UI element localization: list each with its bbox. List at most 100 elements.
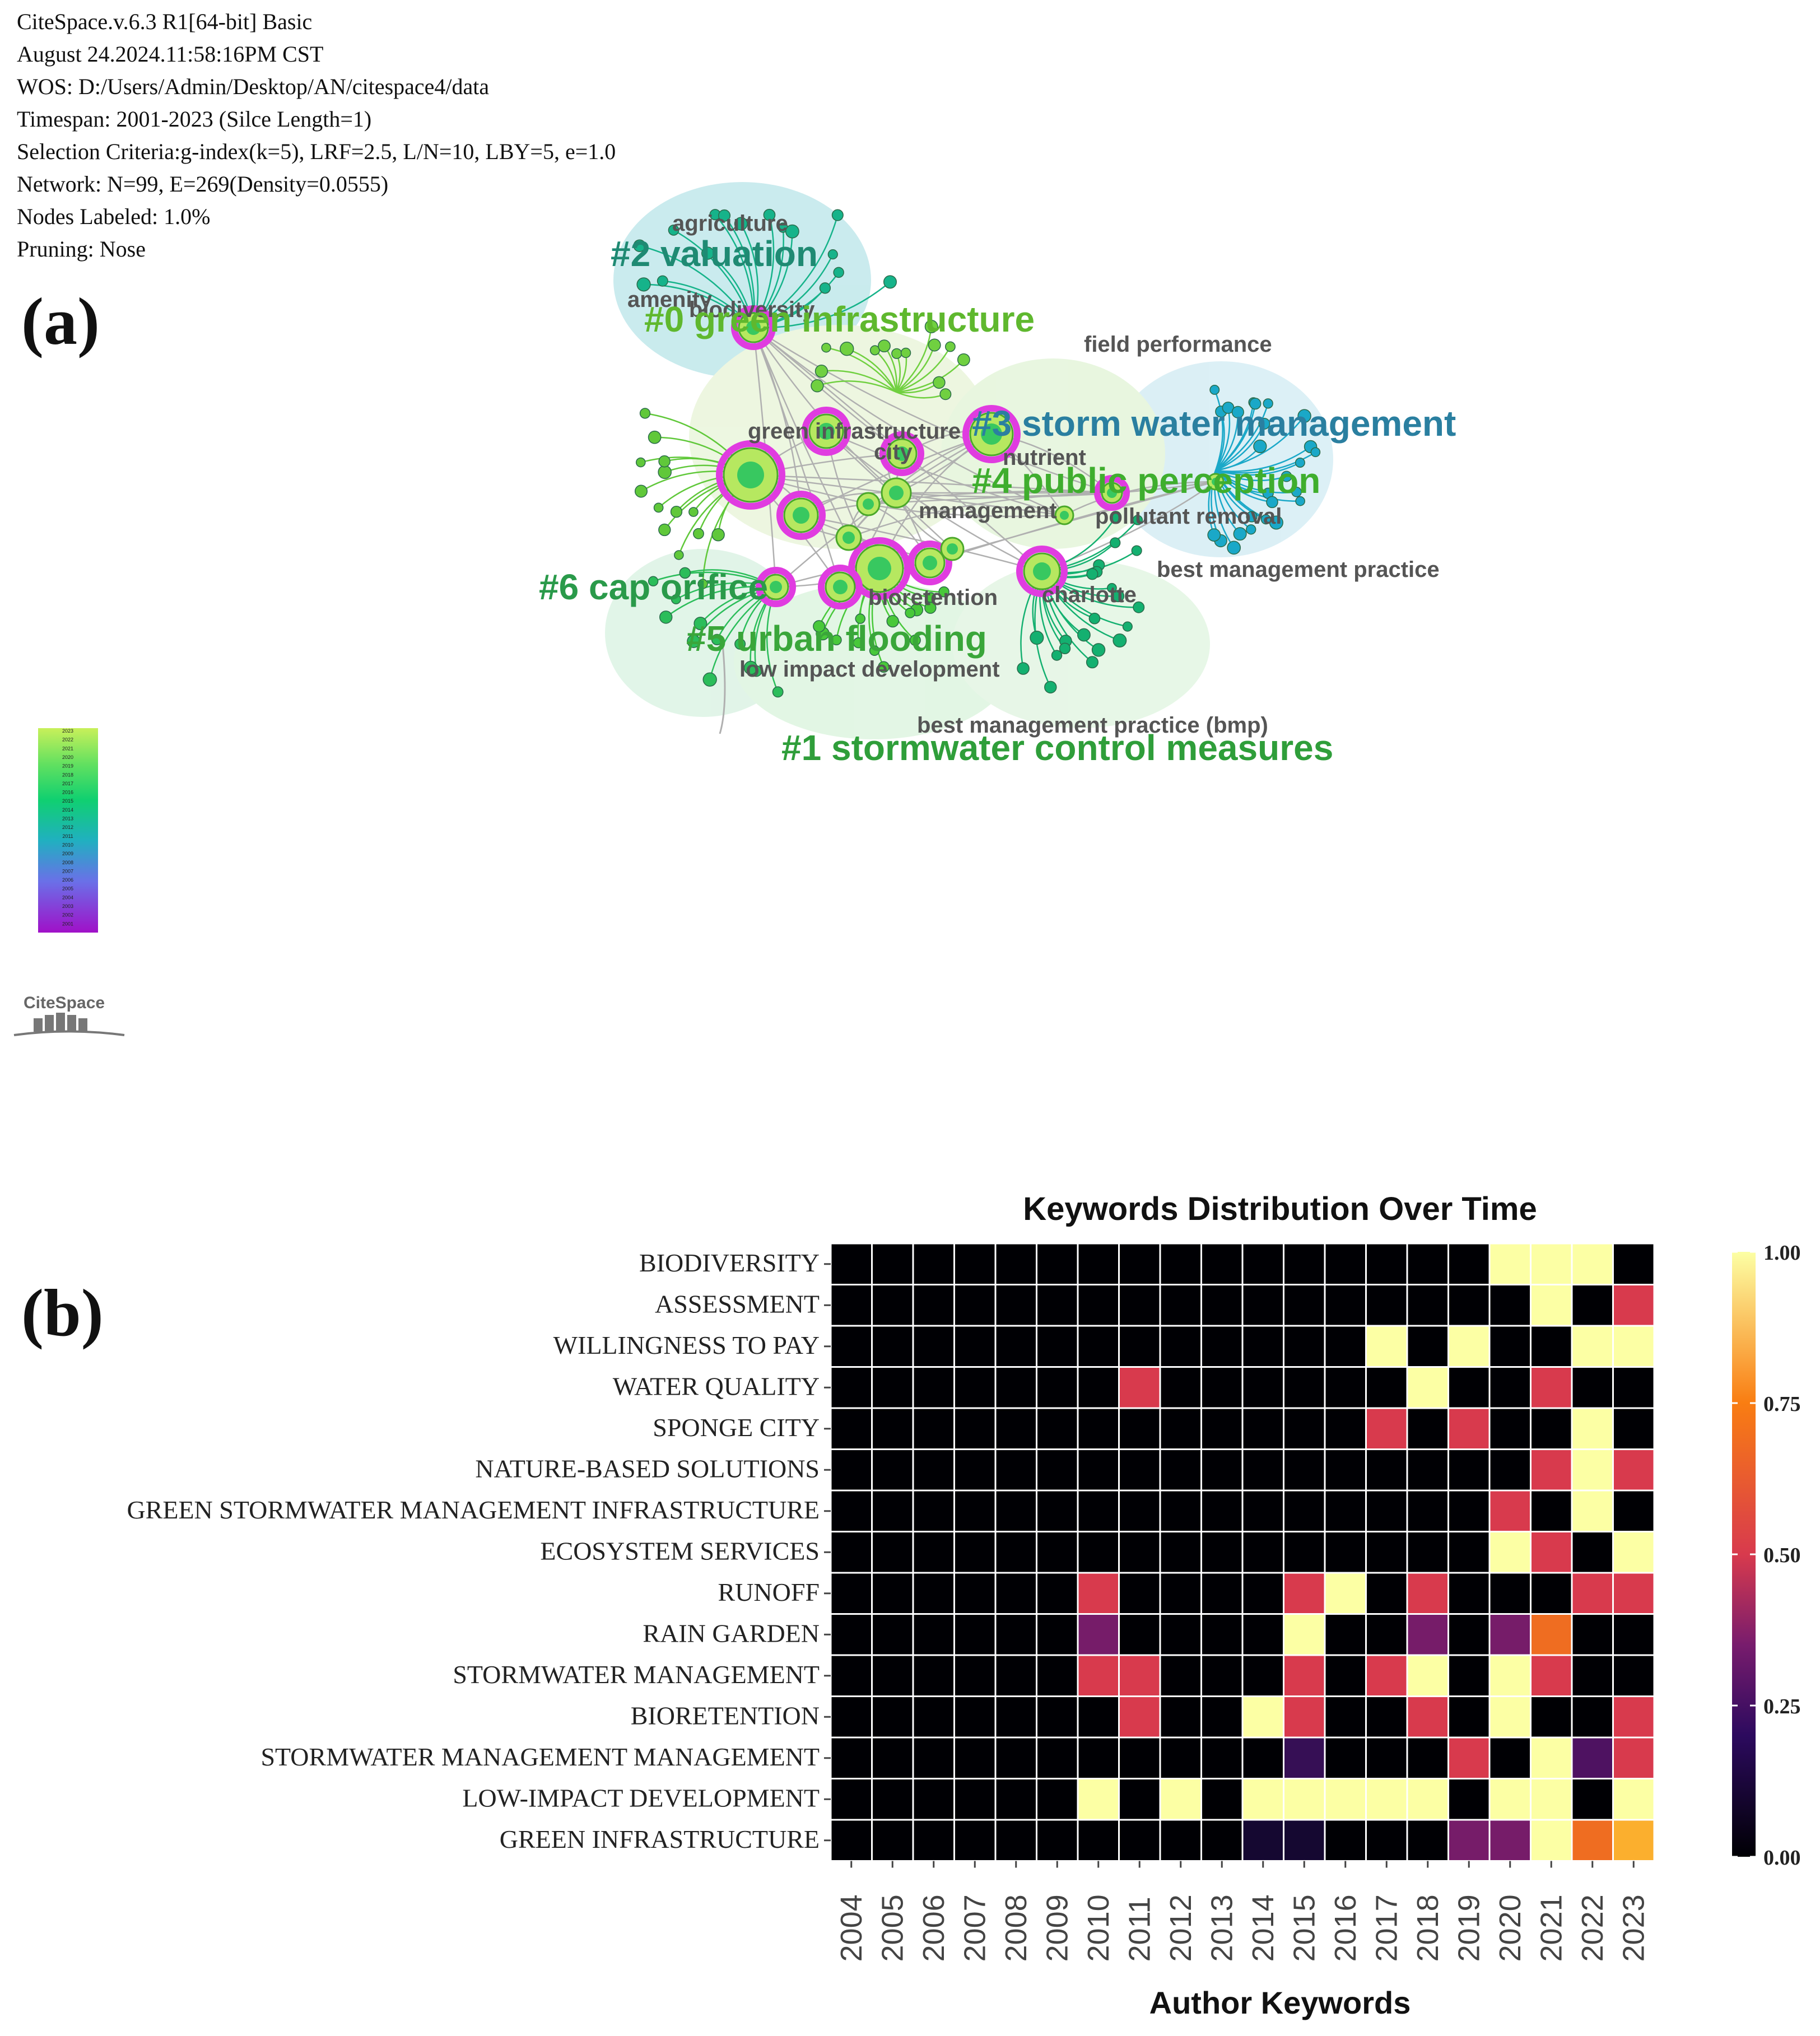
heatmap-row-label: STORMWATER MANAGEMENT MANAGEMENT	[260, 1743, 820, 1771]
heatmap-cell	[1283, 1695, 1326, 1739]
heatmap-cell	[1612, 1284, 1655, 1327]
network-edge	[752, 327, 850, 538]
network-node	[1086, 568, 1098, 580]
heatmap-cell	[912, 1448, 955, 1492]
network-edge	[1214, 389, 1223, 471]
keyword-label: amenity	[627, 287, 713, 312]
heatmap-cell	[1365, 1819, 1408, 1862]
year-legend-label: 2008	[62, 860, 73, 865]
network-node	[711, 528, 725, 542]
panel-label-a: (a)	[21, 284, 100, 358]
network-edge	[1215, 451, 1316, 474]
heatmap-row-label: RUNOFF	[718, 1578, 820, 1606]
network-node	[811, 379, 824, 393]
heatmap-cell	[1077, 1325, 1120, 1368]
year-legend-label: 2016	[62, 790, 73, 795]
heatmap-cell	[1077, 1572, 1120, 1615]
heatmap-cell	[1488, 1531, 1532, 1574]
cluster-region-scm	[952, 560, 1210, 728]
heatmap-cell	[1159, 1448, 1202, 1492]
heatmap-cell	[1488, 1654, 1532, 1697]
heatmap-cell	[994, 1407, 1037, 1450]
heatmap-cell	[1488, 1819, 1532, 1862]
network-node	[1207, 528, 1221, 542]
network-node	[909, 634, 921, 646]
year-legend-label: 2013	[62, 816, 73, 822]
network-node	[1258, 417, 1270, 430]
network-node	[702, 672, 717, 687]
colorbar-ticks: 1.000.750.500.250.00	[1732, 1241, 1801, 1870]
heatmap-cell	[1241, 1448, 1284, 1492]
network-edge	[896, 326, 932, 393]
network-node	[833, 267, 844, 278]
heatmap-cell	[1406, 1284, 1449, 1327]
panel-label-b: (b)	[21, 1275, 104, 1350]
network-node	[743, 660, 758, 675]
network-edge	[719, 644, 726, 734]
heatmap-column-label: 2017	[1370, 1894, 1403, 1962]
heatmap-column-label: 2007	[958, 1894, 992, 1962]
heatmap-cell	[871, 1284, 914, 1327]
heatmap-row-label: RAIN GARDEN	[643, 1619, 820, 1647]
heatmap-cell	[1406, 1448, 1449, 1492]
network-node	[1131, 545, 1142, 556]
heatmap-cell	[1365, 1489, 1408, 1532]
year-legend-label: 2015	[62, 798, 73, 804]
heatmap-cell	[830, 1778, 873, 1821]
network-node	[827, 249, 838, 260]
heatmap-cell	[871, 1654, 914, 1697]
network-node	[939, 388, 952, 400]
heatmap-cell	[953, 1284, 997, 1327]
heatmap-cell	[1365, 1242, 1408, 1285]
heatmap-cell	[1283, 1654, 1326, 1697]
heatmap-cell	[1447, 1242, 1491, 1285]
cluster-label-green-infrastructure: #0 green infrastructure	[644, 299, 1035, 339]
heatmap-cell	[1241, 1778, 1284, 1821]
heatmap-cell	[1241, 1242, 1284, 1285]
heatmap-cell	[1324, 1407, 1367, 1450]
network-node-core	[1060, 511, 1069, 520]
network-node	[1030, 630, 1044, 645]
heatmap-cell	[1530, 1242, 1573, 1285]
heatmap-cell	[912, 1325, 955, 1368]
heatmap-cell	[1283, 1778, 1326, 1821]
network-node-core	[770, 581, 782, 593]
heatmap-cell	[830, 1242, 873, 1285]
citespace-logo: CiteSpace	[13, 994, 125, 1036]
year-legend-label: 2017	[62, 781, 73, 786]
heatmap-cell	[1118, 1407, 1161, 1450]
heatmap-cell	[1200, 1284, 1244, 1327]
heatmap-cell	[1488, 1366, 1532, 1409]
network-node	[831, 209, 844, 221]
network-node-ring	[716, 440, 785, 510]
heatmap-cell	[1077, 1366, 1120, 1409]
cluster-label-valuation: #2 valuation	[611, 234, 818, 274]
network-edge	[929, 481, 1216, 564]
network-edge	[752, 327, 841, 588]
heatmap-cell	[1612, 1366, 1655, 1409]
heatmap-cell	[1365, 1366, 1408, 1409]
network-edge	[1215, 469, 1297, 493]
heatmap-cell	[1324, 1613, 1367, 1656]
heatmap-cell	[830, 1366, 873, 1409]
year-legend-label: 2009	[62, 851, 73, 856]
network-node	[772, 686, 784, 698]
heatmap-cell	[1571, 1654, 1614, 1697]
heatmap-cell	[1324, 1654, 1367, 1697]
heatmap-cell	[1159, 1366, 1202, 1409]
heatmap-cell	[830, 1407, 873, 1450]
heatmap-cell	[1159, 1778, 1202, 1821]
network-node-ring	[879, 431, 924, 476]
heatmap-cell	[1447, 1489, 1491, 1532]
heatmap-cell	[1571, 1819, 1614, 1862]
heatmap-column-label: 2016	[1329, 1894, 1362, 1962]
heatmap-cell	[1365, 1695, 1408, 1739]
heatmap-column-label: 2023	[1617, 1894, 1650, 1962]
heatmap-cell	[1077, 1407, 1120, 1450]
network-node	[697, 579, 708, 589]
heatmap-cell	[830, 1654, 873, 1697]
heatmap-cell	[1365, 1531, 1408, 1574]
heatmap-cell	[1118, 1572, 1161, 1615]
network-node	[938, 586, 949, 598]
network-node	[1088, 612, 1101, 625]
